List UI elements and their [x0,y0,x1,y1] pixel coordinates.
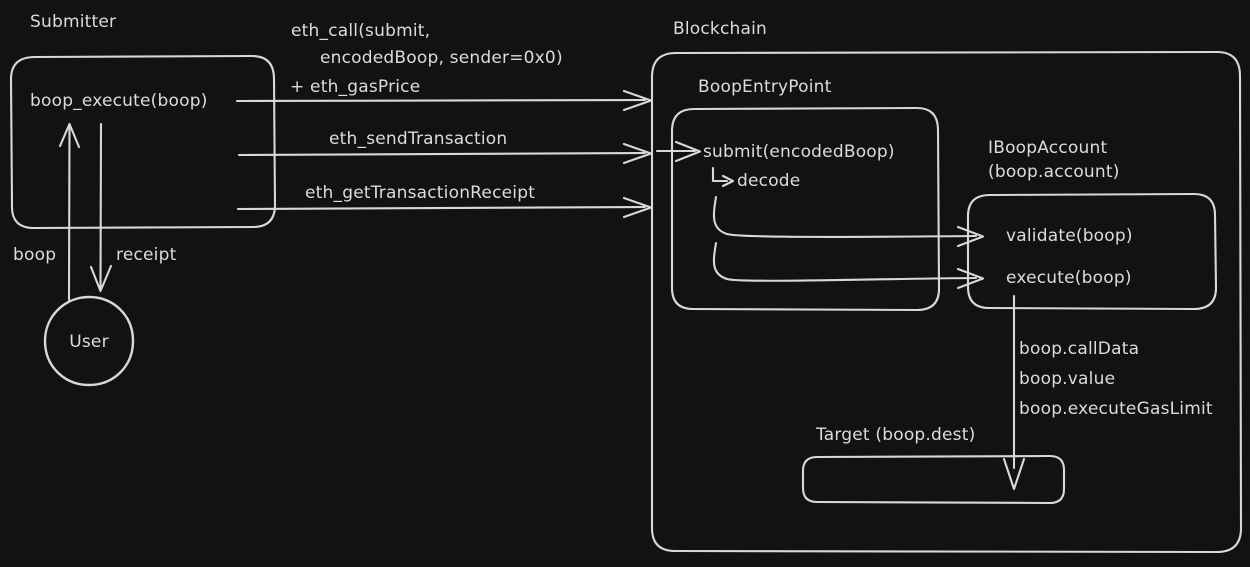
user-circle [43,295,135,387]
corner-arrowhead-icon [721,174,735,188]
corner-arrow-icon [711,166,729,183]
decode-label: decode [737,171,800,191]
boop-entry-point-group-label: BoopEntryPoint [698,77,832,97]
submit-entry-arrowhead [674,140,702,163]
target-call-label-line1: boop.callData [1019,339,1139,359]
eth-call-label-line2: encodedBoop, sender=0x0) [320,48,563,68]
iboop-account-group-label-line1: IBoopAccount [988,138,1107,158]
submitter-box [9,54,277,230]
target-call-label-line3: boop.executeGasLimit [1019,399,1213,419]
execute-call-arrowhead [956,267,985,290]
validate-call-arrowhead [956,225,985,248]
boop-arrow-line [67,122,71,302]
iboop-account-box [966,192,1218,311]
receipt-arrowhead [89,264,113,293]
iboop-account-group-label-line2: (boop.account) [988,162,1120,182]
blockchain-group-label: Blockchain [673,19,767,39]
user-label: User [69,332,109,352]
eth-get-transaction-receipt-label: eth_getTransactionReceipt [305,183,535,203]
boop-arrowhead [58,122,81,149]
target-group-label: Target (boop.dest) [815,425,975,445]
eth-call-label-line3: + eth_gasPrice [290,77,420,97]
eth-call-label-line1: eth_call(submit, [291,21,430,41]
boop-edge-label: boop [13,245,56,265]
execute-label: execute(boop) [1006,268,1132,288]
boop-execute-label: boop_execute(boop) [30,91,208,111]
execute-call-edge [712,241,978,282]
target-box [801,454,1066,505]
target-call-label-line2: boop.value [1019,369,1115,389]
submitter-group-label: Submitter [30,12,116,32]
validate-label: validate(boop) [1006,226,1133,246]
eth-call-arrow-line [235,98,647,103]
target-call-arrowhead [1002,457,1026,491]
eth-get-transaction-receipt-arrow-line [236,205,647,211]
eth-send-transaction-arrow-line [237,151,647,157]
boop-entry-point-box [670,106,941,312]
eth-send-transaction-label: eth_sendTransaction [329,129,507,149]
validate-call-edge [712,195,978,238]
receipt-edge-label: receipt [116,245,177,265]
submit-label: submit(encodedBoop) [703,142,895,162]
receipt-arrow-line [99,122,103,291]
blockchain-box [650,50,1243,554]
